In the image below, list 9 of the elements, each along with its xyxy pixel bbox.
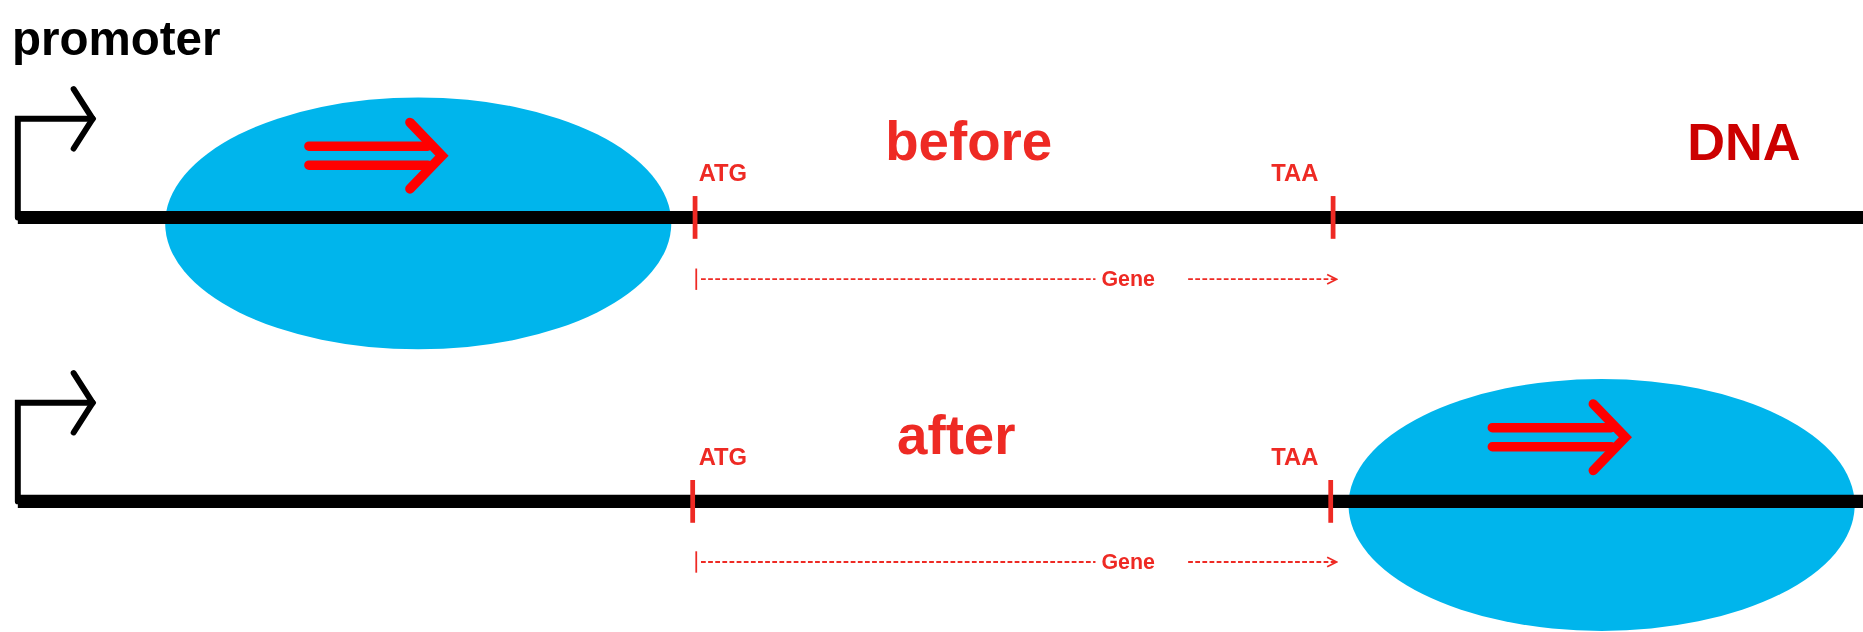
codon-label: TAA [1271, 160, 1319, 185]
gene-label: Gene [1101, 268, 1155, 290]
codon-label: TAA [1271, 444, 1319, 469]
dna-label: DNA [1687, 116, 1801, 169]
gene-label: Gene [1101, 551, 1155, 573]
stage-label: after [897, 407, 1016, 463]
codon-label: ATG [698, 160, 747, 185]
codon-label: ATG [698, 444, 747, 469]
stage-label: before [885, 114, 1053, 169]
